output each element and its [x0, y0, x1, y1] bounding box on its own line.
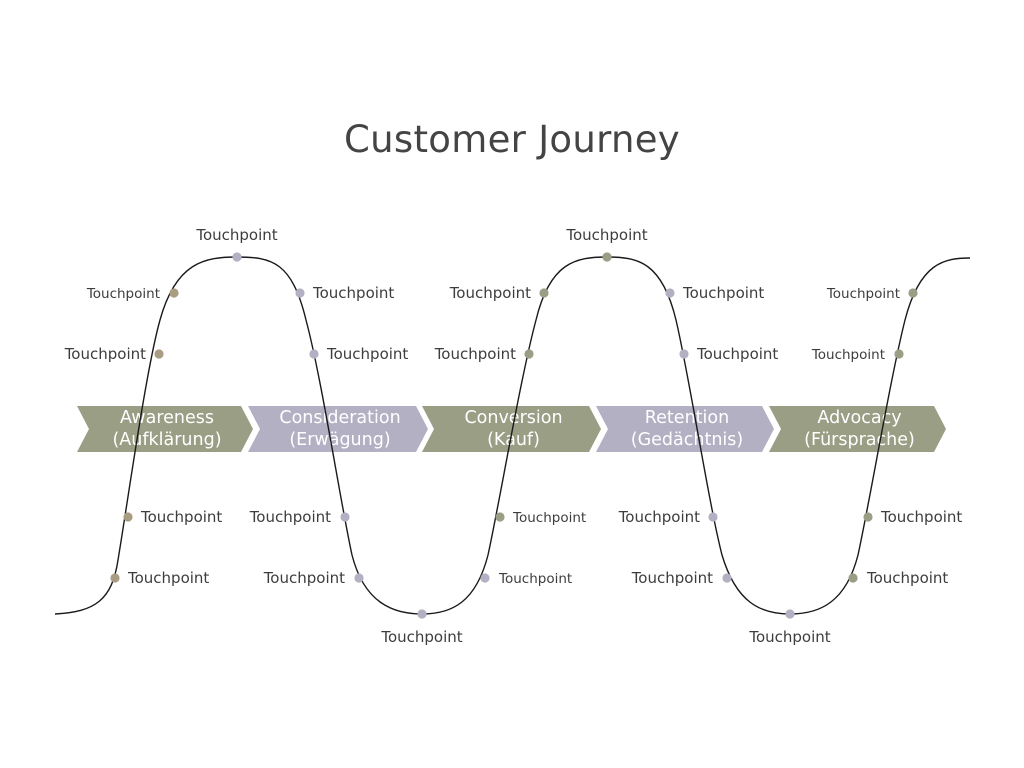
stage-subtitle-advocacy: (Fürsprache): [804, 430, 915, 450]
touchpoint-label: Touchpoint: [326, 345, 408, 363]
touchpoint-label: Touchpoint: [380, 628, 462, 646]
touchpoint-dot: [154, 349, 164, 359]
touchpoint-label: Touchpoint: [195, 226, 277, 244]
touchpoint-dot: [863, 512, 873, 522]
stage-subtitle-conversion: (Kauf): [487, 430, 540, 450]
stage-arrow-awareness: [77, 406, 253, 452]
touchpoint-label: Touchpoint: [127, 569, 209, 587]
stage-subtitle-retention: (Gedächtnis): [631, 430, 743, 450]
touchpoint-label: Touchpoint: [565, 226, 647, 244]
touchpoint-dot: [722, 573, 732, 583]
touchpoint-dot: [417, 609, 427, 619]
stage-name-retention: Retention: [645, 408, 729, 428]
touchpoint-dot: [309, 349, 319, 359]
touchpoint-dot: [602, 252, 612, 262]
touchpoint-label: Touchpoint: [811, 347, 885, 363]
touchpoint-dot: [848, 573, 858, 583]
stage-name-awareness: Awareness: [120, 408, 214, 428]
touchpoint-dot: [340, 512, 350, 522]
touchpoint-label: Touchpoint: [696, 345, 778, 363]
touchpoint-dot: [480, 573, 490, 583]
touchpoint-label: Touchpoint: [249, 508, 331, 526]
stage-arrow-advocacy: [769, 406, 946, 452]
journey-curve: [54, 256, 971, 615]
stage-arrows: Awareness(Aufklärung) Consideration(Erwäg…: [77, 406, 946, 452]
touchpoint-label: Touchpoint: [748, 628, 830, 646]
touchpoint-label: Touchpoint: [312, 284, 394, 302]
touchpoint-label: Touchpoint: [449, 284, 531, 302]
stage-name-advocacy: Advocacy: [817, 408, 901, 428]
touchpoint-label: Touchpoint: [86, 286, 160, 302]
stage-name-conversion: Conversion: [464, 408, 562, 428]
touchpoint-label: Touchpoint: [866, 569, 948, 587]
stage-arrow-consideration: [248, 406, 428, 452]
touchpoint-label: Touchpoint: [498, 571, 572, 587]
touchpoints: TouchpointTouchpointTouchpointTouchpoint…: [64, 226, 963, 646]
touchpoint-label: Touchpoint: [263, 569, 345, 587]
stage-subtitle-awareness: (Aufklärung): [112, 430, 221, 450]
stage-arrow-conversion: [422, 406, 601, 452]
touchpoint-label: Touchpoint: [682, 284, 764, 302]
diagram-title: Customer Journey: [344, 118, 680, 161]
touchpoint-label: Touchpoint: [434, 345, 516, 363]
touchpoint-label: Touchpoint: [140, 508, 222, 526]
touchpoint-dot: [679, 349, 689, 359]
touchpoint-dot: [110, 573, 120, 583]
touchpoint-label: Touchpoint: [880, 508, 962, 526]
touchpoint-dot: [354, 573, 364, 583]
touchpoint-dot: [908, 288, 918, 298]
touchpoint-dot: [295, 288, 305, 298]
touchpoint-dot: [894, 349, 904, 359]
touchpoint-label: Touchpoint: [618, 508, 700, 526]
touchpoint-dot: [665, 288, 675, 298]
stage-name-consideration: Consideration: [279, 408, 400, 428]
touchpoint-label: Touchpoint: [826, 286, 900, 302]
stage-arrow-retention: [596, 406, 774, 452]
touchpoint-dot: [539, 288, 549, 298]
touchpoint-dot: [123, 512, 133, 522]
touchpoint-dot: [232, 252, 242, 262]
touchpoint-dot: [524, 349, 534, 359]
touchpoint-dot: [785, 609, 795, 619]
touchpoint-dot: [169, 288, 179, 298]
touchpoint-dot: [495, 512, 505, 522]
touchpoint-dot: [708, 512, 718, 522]
touchpoint-label: Touchpoint: [512, 510, 586, 526]
touchpoint-label: Touchpoint: [64, 345, 146, 363]
touchpoint-label: Touchpoint: [631, 569, 713, 587]
stage-subtitle-consideration: (Erwägung): [289, 430, 390, 450]
